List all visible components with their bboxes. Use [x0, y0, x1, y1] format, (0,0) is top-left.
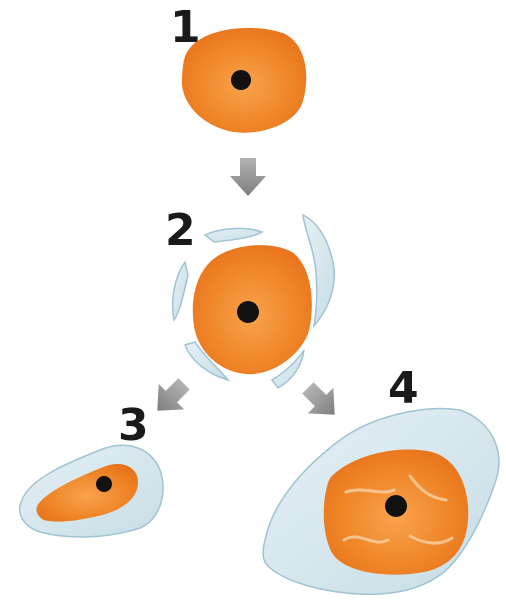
- step-3-group: 3: [20, 400, 163, 537]
- step-2-group: 2: [165, 205, 334, 388]
- step-4-nucleus: [385, 495, 407, 517]
- step-4-matrix-fiber: [346, 490, 394, 492]
- down-left-arrow-icon: [145, 371, 197, 423]
- down-arrow-icon: [230, 158, 266, 196]
- step-2-nucleus: [237, 301, 259, 323]
- step-4-group: 4: [263, 363, 499, 594]
- step-2-matrix-fragment: [173, 262, 188, 320]
- step-1-nucleus: [231, 70, 251, 90]
- step-2-label: 2: [165, 205, 196, 256]
- step-3-nucleus: [96, 476, 112, 492]
- step-4-label: 4: [388, 363, 419, 414]
- step-2-matrix-fragment: [205, 228, 262, 242]
- down-right-arrow-icon: [295, 375, 347, 427]
- step-1-group: 1: [170, 2, 306, 133]
- step-3-label: 3: [118, 400, 149, 451]
